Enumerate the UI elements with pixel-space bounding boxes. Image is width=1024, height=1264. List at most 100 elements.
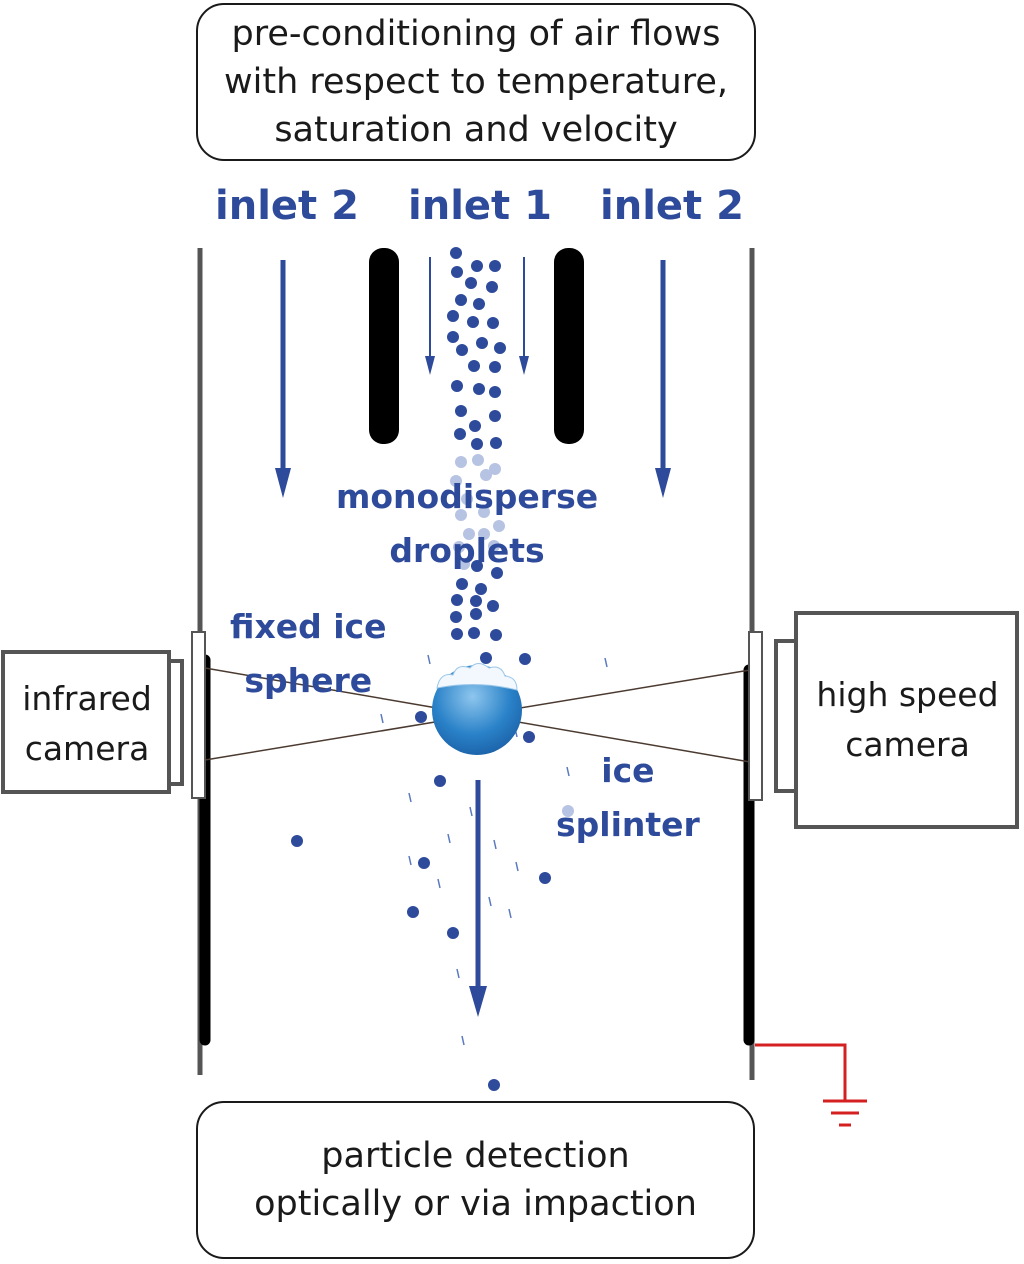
droplet [451,594,463,606]
droplet [519,653,531,665]
droplet [489,463,501,475]
flow-arrow-right [655,260,671,498]
droplet [471,560,483,572]
droplet [476,337,488,349]
droplet [489,361,501,373]
preconditioning-line-3: saturation and velocity [274,110,678,150]
infrared-camera-label: infrared camera [8,674,166,774]
ice-splinter [566,766,570,777]
droplet [458,558,470,570]
ice-splinter [493,839,497,850]
droplet [455,294,467,306]
sphere-label-line-1: fixed ice [230,607,387,646]
droplet [487,600,499,612]
droplet [470,595,482,607]
droplet [291,835,303,847]
droplet [461,493,473,505]
droplet [407,906,419,918]
droplet [451,266,463,278]
droplet [487,317,499,329]
droplet [463,528,475,540]
droplet [468,627,480,639]
ice-splinter [456,968,460,979]
ground-icon [755,1043,867,1127]
droplet [478,528,490,540]
droplet [418,857,430,869]
droplet [456,344,468,356]
droplets-label-line-2: droplets [389,531,545,570]
droplet [454,428,466,440]
droplet [488,1079,500,1091]
droplet [450,475,462,487]
flow-arrow-inner-right [519,257,529,375]
preconditioning-line-2: with respect to temperature, [224,62,728,102]
droplet [486,281,498,293]
droplet [434,775,446,787]
fixed-ice-sphere-label: fixed ice sphere [230,600,387,708]
nozzle-wall-right [554,248,584,444]
scattered-particles [380,654,608,1046]
droplet [468,360,480,372]
droplet [489,386,501,398]
droplet [475,583,487,595]
infrared-camera-line-1: infrared [22,679,152,718]
ice-splinter [508,908,512,919]
droplet [494,342,506,354]
high-speed-camera-label: high speed camera [800,670,1015,770]
droplet [455,509,467,521]
droplet [455,456,467,468]
monodisperse-droplets-label: monodisperse droplets [336,470,598,578]
detection-line-1: particle detection [321,1136,630,1176]
droplets-label-line-1: monodisperse [336,477,599,516]
ice-splinter [408,792,412,803]
inlet-2-left-label: inlet 2 [215,183,359,229]
detection-line-2: optically or via impaction [254,1184,697,1224]
droplet [467,316,479,328]
ice-splinter-label: ice splinter [556,744,700,852]
droplet [489,410,501,422]
high-speed-camera-line-2: camera [845,725,970,764]
ice-splinter [469,806,473,817]
droplet [471,260,483,272]
droplet [470,608,482,620]
droplet [523,731,535,743]
droplet [455,405,467,417]
preconditioning-line-1: pre-conditioning of air flows [231,14,721,54]
droplet [453,541,465,553]
droplet [447,331,459,343]
droplet [447,310,459,322]
ice-splinter [461,1035,465,1046]
droplet [456,578,468,590]
high-speed-camera-body [774,611,1019,829]
droplet [490,437,502,449]
high-speed-camera-line-1: high speed [816,675,999,714]
droplet [539,872,551,884]
inlet-2-right-label: inlet 2 [600,183,744,229]
droplet [473,383,485,395]
nozzle-wall-left [369,248,399,444]
droplet [489,260,501,272]
ice-sphere [432,663,522,755]
droplet [490,629,502,641]
droplet [451,380,463,392]
droplet [415,711,427,723]
flow-arrow-inner-left [425,257,435,375]
ice-splinter [427,654,431,665]
inlet-1-label: inlet 1 [408,183,552,229]
droplet [471,438,483,450]
splinter-label-line-2: splinter [556,805,700,844]
sphere-label-line-2: sphere [244,661,373,700]
ice-splinter [437,878,441,889]
flow-arrow-left [275,260,291,498]
droplet [562,805,574,817]
droplet [465,277,477,289]
infrared-camera-body [1,650,184,794]
droplet [480,652,492,664]
droplet [478,506,490,518]
ice-splinter [488,896,492,907]
infrared-camera-line-2: camera [24,729,150,768]
droplet [447,927,459,939]
droplet [491,567,503,579]
droplet [480,469,492,481]
droplet [488,540,500,552]
